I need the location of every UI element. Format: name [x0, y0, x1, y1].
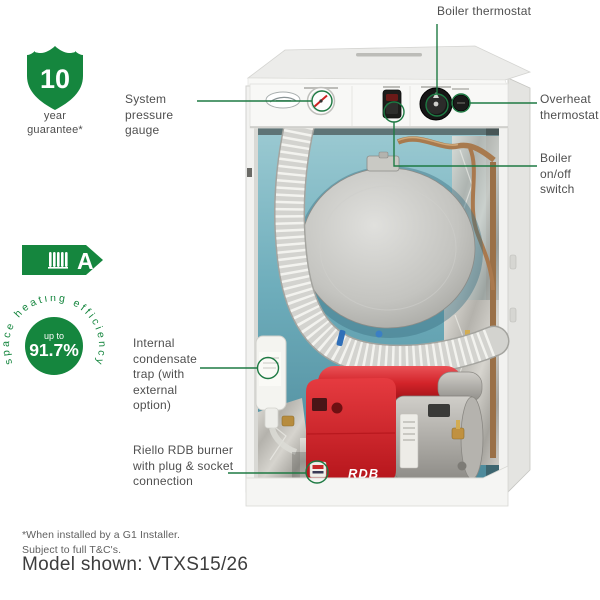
burner-model-text: RDB [348, 466, 379, 481]
guarantee-number: 10 [40, 64, 70, 94]
circle-overheat [451, 93, 471, 113]
energy-rating-label: A [22, 245, 103, 275]
burner-reset-sticker [312, 398, 327, 411]
hose-cable-tie [336, 329, 346, 347]
lid-vent [356, 53, 422, 57]
burner-sight-glass [331, 402, 343, 414]
efficiency-value: 91.7% [29, 340, 79, 360]
callout-overheat-thermostat: Overheat thermostat [540, 92, 599, 122]
brass-fitting-left [281, 415, 295, 427]
efficiency-circle [25, 317, 83, 375]
shield-icon [27, 46, 83, 110]
circle-burner [305, 460, 329, 484]
guarantee-shield: 10 [27, 46, 83, 110]
overheat-knob [452, 94, 470, 112]
callout-condensate-trap: Internal condensate trap (with external … [133, 336, 198, 412]
round-door-ring [319, 185, 457, 311]
guarantee-caption: year guarantee* [27, 110, 83, 136]
riello-logo-badge [309, 461, 327, 478]
burner-gearbox [393, 395, 484, 481]
on-off-switch [382, 89, 402, 119]
efficiency-prefix: up to [44, 331, 64, 341]
efficiency-badge: space heating efficiency up to 91.7% [0, 296, 108, 375]
condensate-trap [255, 335, 298, 455]
brass-valve-burner [451, 420, 465, 440]
callout-boiler-thermostat: Boiler thermostat [437, 4, 532, 18]
flue-hose [274, 102, 510, 376]
door-drain-dot [375, 330, 383, 338]
side-hinge-top [509, 254, 517, 270]
fuel-line-highlight [397, 136, 459, 146]
flexible-fuel-line [396, 136, 496, 163]
circle-on-off-switch [383, 101, 405, 123]
circle-boiler-thermostat [425, 93, 449, 117]
side-hinge-bottom [509, 307, 517, 323]
door-latch [247, 168, 252, 177]
circle-condensate-trap [256, 356, 280, 380]
callout-boiler-on-off-switch: Boiler on/off switch [540, 151, 575, 196]
model-shown: Model shown: VTXS15/26 [22, 554, 249, 575]
interior-top-shadow [258, 126, 499, 135]
circle-pressure-gauge [311, 90, 333, 112]
footnote: *When installed by a G1 Installer. Subje… [22, 529, 181, 556]
callout-burner: Riello RDB burner with plug & socket con… [133, 443, 234, 488]
interior-left-frame [254, 128, 258, 478]
copper-pipe-branch [468, 147, 495, 291]
callout-system-pressure-gauge: System pressure gauge [125, 92, 174, 137]
burner-red-body: RDB [306, 378, 396, 483]
energy-letter: A [77, 248, 94, 274]
line-on-off-switch [393, 122, 537, 167]
door-clip-notch [378, 151, 389, 159]
radiator-icon [48, 252, 68, 269]
